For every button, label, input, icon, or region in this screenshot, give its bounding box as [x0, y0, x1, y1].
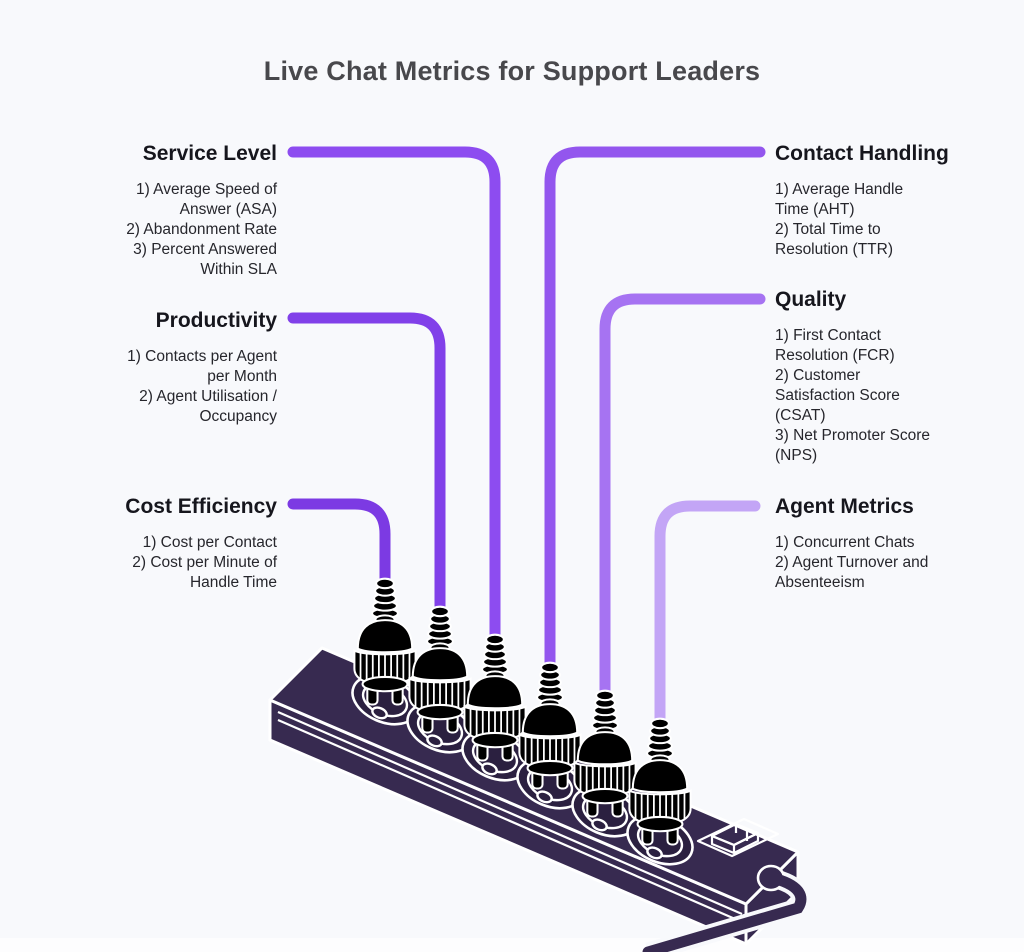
main-cord	[642, 872, 807, 952]
section-title-productivity: Productivity	[155, 309, 277, 332]
strip-groove-lines	[277, 710, 743, 924]
cord-contact-handling	[544, 146, 766, 668]
section-cost-efficiency: Cost Efficiency 1) Cost per Contact 2) C…	[0, 494, 277, 593]
section-title-contact-handling: Contact Handling	[775, 142, 949, 165]
page-title: Live Chat Metrics for Support Leaders	[263, 56, 761, 86]
switch-button-side	[710, 824, 760, 855]
section-quality: Quality 1) First Contact Resolution (FCR…	[775, 287, 1010, 466]
section-title-quality: Quality	[775, 288, 847, 311]
section-items-productivity: 1) Contacts per Agent per Month 2) Agent…	[127, 348, 277, 425]
section-items-service-level: 1) Average Speed of Answer (ASA) 2) Aban…	[126, 181, 277, 278]
section-items-contact-handling: 1) Average Handle Time (AHT) 2) Total Ti…	[775, 181, 904, 258]
cord-productivity	[287, 312, 446, 612]
cord-service-level	[287, 146, 501, 640]
power-switch	[696, 817, 780, 858]
section-contact-handling: Contact Handling 1) Average Handle Time …	[775, 141, 1010, 260]
section-items-agent-metrics: 1) Concurrent Chats 2) Agent Turnover an…	[775, 534, 929, 591]
cord-agent-metrics	[654, 500, 761, 724]
section-items-quality: 1) First Contact Resolution (FCR) 2) Cus…	[775, 327, 931, 464]
section-agent-metrics: Agent Metrics 1) Concurrent Chats 2) Age…	[775, 494, 1010, 593]
section-productivity: Productivity 1) Contacts per Agent per M…	[0, 308, 277, 427]
bottom-band	[0, 938, 1024, 952]
main-power-cord	[642, 864, 811, 952]
section-title-service-level: Service Level	[142, 142, 277, 165]
switch-base	[696, 817, 780, 858]
cord-quality	[599, 293, 766, 696]
section-items-cost-efficiency: 1) Cost per Contact 2) Cost per Minute o…	[132, 534, 277, 591]
section-service-level: Service Level 1) Average Speed of Answer…	[0, 141, 277, 280]
section-title-cost-efficiency: Cost Efficiency	[125, 495, 277, 518]
section-title-agent-metrics: Agent Metrics	[775, 495, 914, 518]
cord-cost-efficiency	[287, 498, 391, 584]
